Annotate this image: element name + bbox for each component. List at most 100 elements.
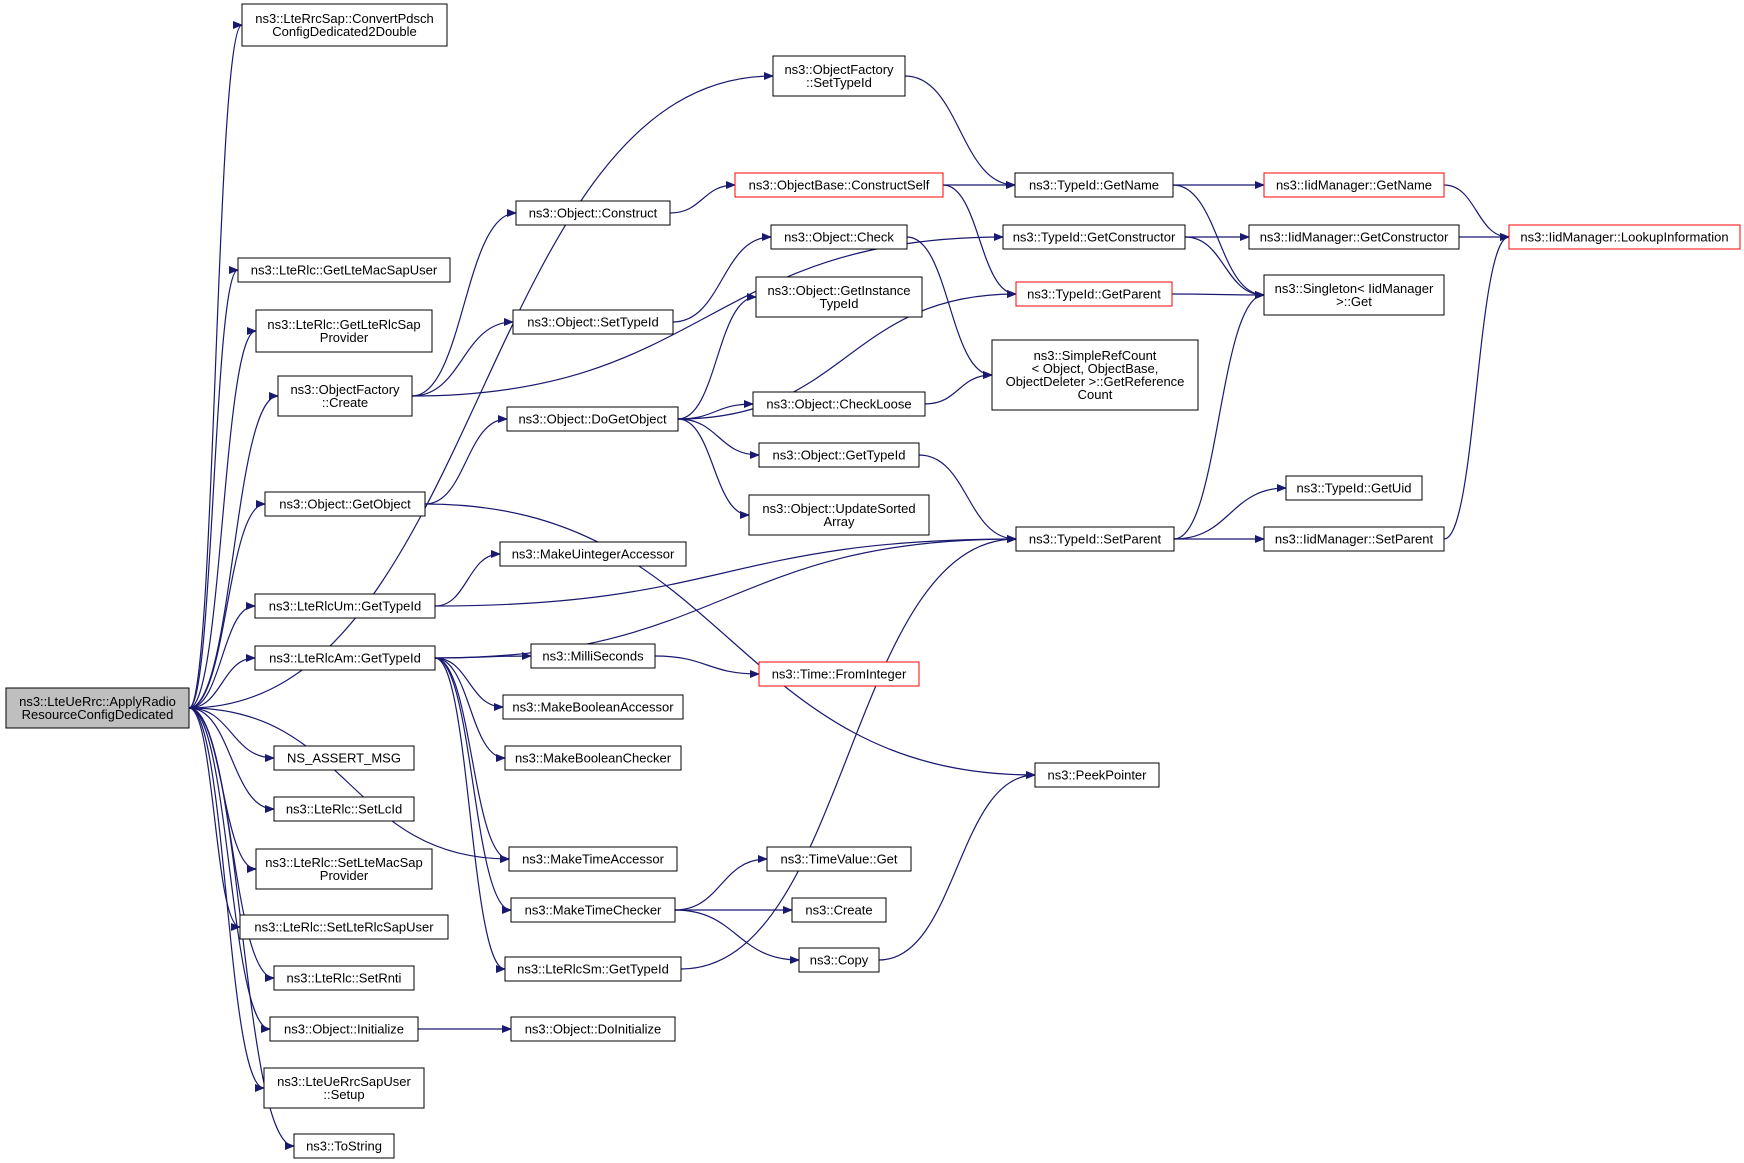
node-create[interactable]: ns3::Create [791,897,887,923]
node-root[interactable]: ns3::LteUeRrc::ApplyRadioResourceConfigD… [5,687,190,729]
node-getLteMacSapUser[interactable]: ns3::LteRlc::GetLteMacSapUser [237,257,451,283]
node-box [269,1016,419,1042]
node-box [499,541,687,567]
node-label: ns3::IidManager::GetConstructor [1260,230,1449,245]
node-typeIdGetName[interactable]: ns3::TypeId::GetName [1014,172,1174,198]
node-typeIdGetUid[interactable]: ns3::TypeId::GetUid [1285,475,1423,501]
node-peekPointer[interactable]: ns3::PeekPointer [1034,762,1160,788]
node-label: TypeId [819,296,858,311]
node-box [1002,224,1186,250]
node-label: ::SetTypeId [806,75,872,90]
node-objSetTypeId[interactable]: ns3::Object::SetTypeId [512,309,674,335]
edge-typeIdGetConstructor-to-singletonGet [1184,236,1265,299]
node-setLteRlcSapUser[interactable]: ns3::LteRlc::SetLteRlcSapUser [239,914,449,940]
node-box [277,375,413,417]
node-label: ns3::TypeId::GetName [1029,178,1159,193]
node-objDoInitialize[interactable]: ns3::Object::DoInitialize [510,1016,676,1042]
edge-rlcAmGetTypeId-to-makeTimeAccessor [434,657,510,863]
node-objDoGetObject[interactable]: ns3::Object::DoGetObject [506,406,679,432]
node-label: ns3::MakeBooleanAccessor [512,700,674,715]
node-setRnti[interactable]: ns3::LteRlc::SetRnti [273,965,415,991]
node-iidSetParent[interactable]: ns3::IidManager::SetParent [1263,526,1445,552]
node-singletonGet[interactable]: ns3::Singleton< IidManager>::Get [1263,274,1445,316]
node-label: ns3::LteRlc::SetLteMacSap [265,855,423,870]
edge-root-to-objFactorySetTypeId [188,72,774,709]
node-makeBooleanChecker[interactable]: ns3::MakeBooleanChecker [504,745,682,771]
node-convertPdsch[interactable]: ns3::LteRrcSap::ConvertPdschConfigDedica… [241,3,448,47]
node-rlcAmGetTypeId[interactable]: ns3::LteRlcAm::GetTypeId [254,645,436,671]
node-box [1263,172,1445,198]
node-typeIdGetConstructor[interactable]: ns3::TypeId::GetConstructor [1002,224,1186,250]
node-box [1015,281,1173,307]
node-rrcSapUserSetup[interactable]: ns3::LteUeRrcSapUser::Setup [263,1067,425,1109]
node-box [1014,172,1174,198]
node-label: Provider [320,330,369,345]
node-makeUintegerAccessor[interactable]: ns3::MakeUintegerAccessor [499,541,687,567]
node-objFactoryCreate[interactable]: ns3::ObjectFactory::Create [277,375,413,417]
node-makeBooleanAccessor[interactable]: ns3::MakeBooleanAccessor [502,694,684,720]
node-box [755,276,923,318]
node-box [758,661,920,687]
edge-root-to-objGetObject [188,500,266,709]
node-objGetObject[interactable]: ns3::Object::GetObject [264,491,426,517]
edge-root-to-rrcSapUserSetup [188,707,265,1092]
node-box [791,897,887,923]
node-iidGetName[interactable]: ns3::IidManager::GetName [1263,172,1445,198]
node-label: ns3::IidManager::GetName [1276,178,1432,193]
edge-typeIdGetName-to-singletonGet [1172,184,1265,299]
node-label: ns3::ToString [306,1139,382,1154]
edge-objGetObject-to-peekPointer [424,503,1036,779]
node-label: ns3::LteRlc::GetLteRlcSap [267,317,420,332]
edge-root-to-getLteRlcSapProvider [188,327,257,709]
node-objFactorySetTypeId[interactable]: ns3::ObjectFactory::SetTypeId [772,55,906,97]
node-label: ns3::MakeTimeAccessor [522,852,665,867]
node-label: ns3::TypeId::GetConstructor [1013,230,1176,245]
node-label: Provider [320,868,369,883]
node-objConstruct[interactable]: ns3::Object::Construct [515,200,671,226]
edge-objGetObject-to-objDoGetObject [424,415,508,505]
node-setLcId[interactable]: ns3::LteRlc::SetLcId [273,796,415,822]
node-box [506,406,679,432]
node-label: ns3::ObjectFactory [784,62,894,77]
node-box [504,745,682,771]
node-typeIdGetParent[interactable]: ns3::TypeId::GetParent [1015,281,1173,307]
node-label: ns3::Object::Check [784,230,894,245]
node-timeValueGet[interactable]: ns3::TimeValue::Get [766,846,912,872]
node-rlcSmGetTypeId[interactable]: ns3::LteRlcSm::GetTypeId [504,956,682,982]
node-timeFromInteger[interactable]: ns3::Time::FromInteger [758,661,920,687]
node-milliSeconds[interactable]: ns3::MilliSeconds [530,643,656,669]
node-objInitialize[interactable]: ns3::Object::Initialize [269,1016,419,1042]
edge-iidSetParent-to-iidLookupInformation [1443,233,1510,540]
node-label: ns3::LteRlcAm::GetTypeId [269,651,421,666]
node-objCheck[interactable]: ns3::Object::Check [770,224,908,250]
edge-objDoGetObject-to-typeIdGetParent [677,290,1017,420]
edge-iidGetName-to-iidLookupInformation [1443,184,1510,241]
node-label: ns3::TypeId::GetUid [1297,481,1412,496]
node-toString[interactable]: ns3::ToString [293,1133,395,1159]
node-box [1263,526,1445,552]
node-objBaseConstructSelf[interactable]: ns3::ObjectBase::ConstructSelf [734,172,944,198]
node-objGetTypeId[interactable]: ns3::Object::GetTypeId [758,442,920,468]
node-box [1034,762,1160,788]
node-box [255,848,433,890]
node-objCheckLoose[interactable]: ns3::Object::CheckLoose [752,391,926,417]
node-makeTimeAccessor[interactable]: ns3::MakeTimeAccessor [508,846,678,872]
node-copy[interactable]: ns3::Copy [798,947,880,973]
node-box [254,645,436,671]
edge-objCheck-to-simpleRefCount [906,236,993,379]
edge-root-to-setLcId [188,707,275,813]
node-box [1285,475,1423,501]
node-rlcUmGetTypeId[interactable]: ns3::LteRlcUm::GetTypeId [254,593,436,619]
node-typeIdSetParent[interactable]: ns3::TypeId::SetParent [1015,526,1175,552]
node-iidLookupInformation[interactable]: ns3::IidManager::LookupInformation [1508,224,1741,250]
node-iidGetConstructor[interactable]: ns3::IidManager::GetConstructor [1248,224,1460,250]
node-makeTimeChecker[interactable]: ns3::MakeTimeChecker [510,897,676,923]
edge-objFactoryCreate-to-objConstruct [411,209,517,397]
node-nsAssertMsg[interactable]: NS_ASSERT_MSG [273,745,415,771]
node-label: ns3::Object::Initialize [284,1022,404,1037]
node-simpleRefCount[interactable]: ns3::SimpleRefCount< Object, ObjectBase,… [991,339,1199,411]
